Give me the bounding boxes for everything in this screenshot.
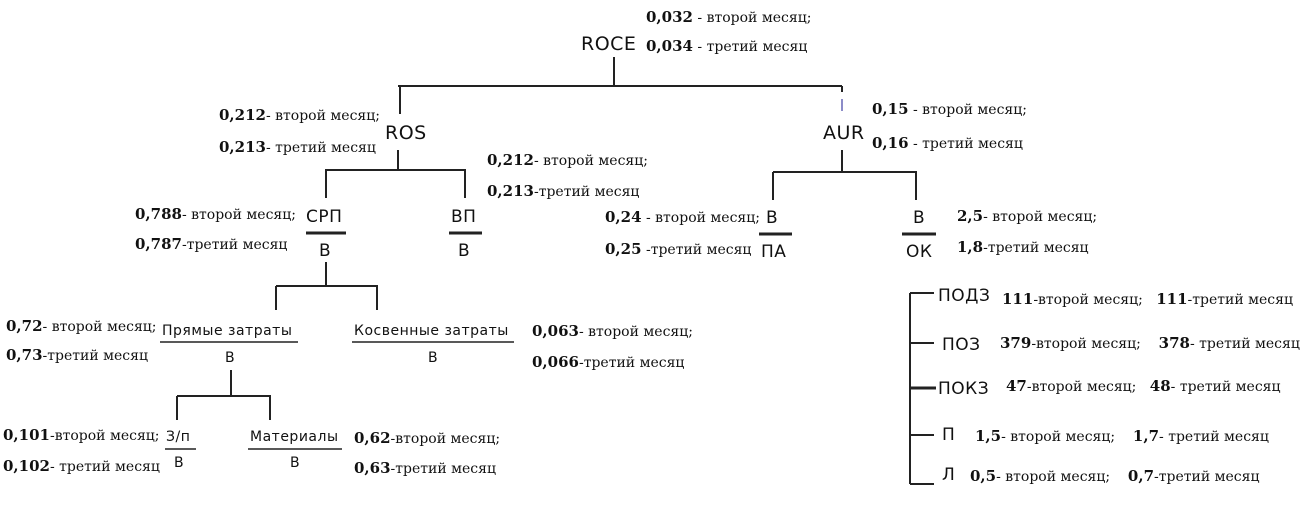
list-item-values: 47-второй месяц; 48- третий месяц bbox=[1006, 377, 1281, 395]
roce-month3: 0,034 - третий месяц bbox=[646, 37, 808, 55]
srp-month2: 0,788- второй месяц; bbox=[135, 205, 296, 223]
ros-node: ROS bbox=[385, 122, 427, 144]
list-item-values: 1,5- второй месяц; 1,7- третий месяц bbox=[975, 427, 1269, 445]
materials-denominator: В bbox=[290, 455, 300, 471]
vok-denominator: ОК bbox=[906, 242, 933, 262]
wages-month2: 0,101-второй месяц; bbox=[3, 426, 160, 444]
wages-numerator: З/п bbox=[166, 429, 191, 445]
vpa-denominator: ПА bbox=[761, 242, 787, 262]
list-item-values: 0,5- второй месяц; 0,7-третий месяц bbox=[970, 467, 1260, 485]
indirect-costs-month3: 0,066-третий месяц bbox=[532, 353, 685, 371]
vp-denominator: В bbox=[458, 241, 471, 261]
list-item-values: 379-второй месяц; 378- третий месяц bbox=[1000, 334, 1300, 352]
materials-numerator: Материалы bbox=[250, 429, 339, 445]
vpa-month2: 0,24 - второй месяц; bbox=[605, 208, 760, 226]
aur-month3: 0,16 - третий месяц bbox=[872, 134, 1023, 152]
list-item-values: 111-второй месяц; 111-третий месяц bbox=[1002, 290, 1293, 308]
wages-month3: 0,102- третий месяц bbox=[3, 457, 160, 475]
vp-month3: 0,213-третий месяц bbox=[487, 182, 640, 200]
srp-month3: 0,787-третий месяц bbox=[135, 235, 288, 253]
materials-month2: 0,62-второй месяц; bbox=[354, 429, 501, 447]
direct-costs-numerator: Прямые затраты bbox=[162, 323, 293, 339]
list-item-name: П bbox=[942, 425, 956, 445]
list-item-name: Л bbox=[942, 465, 956, 485]
direct-costs-month3: 0,73-третий месяц bbox=[6, 346, 148, 364]
vpa-month3: 0,25 -третий месяц bbox=[605, 240, 752, 258]
direct-costs-denominator: В bbox=[225, 350, 235, 366]
aur-node: AUR bbox=[823, 122, 865, 144]
vp-numerator: ВП bbox=[451, 207, 477, 227]
list-item-name: ПОКЗ bbox=[938, 379, 990, 399]
direct-costs-month2: 0,72- второй месяц; bbox=[6, 317, 157, 335]
vok-month3: 1,8-третий месяц bbox=[957, 238, 1089, 256]
vp-month2: 0,212- второй месяц; bbox=[487, 151, 648, 169]
srp-denominator: В bbox=[319, 241, 332, 261]
materials-month3: 0,63-третий месяц bbox=[354, 459, 496, 477]
indirect-costs-numerator: Косвенные затраты bbox=[354, 323, 509, 339]
roce-node: ROCE bbox=[581, 33, 637, 55]
list-item-name: ПОДЗ bbox=[938, 286, 991, 306]
aur-month2: 0,15 - второй месяц; bbox=[872, 100, 1027, 118]
vok-month2: 2,5- второй месяц; bbox=[957, 207, 1098, 225]
srp-numerator: СРП bbox=[306, 207, 343, 227]
wages-denominator: В bbox=[174, 455, 184, 471]
vpa-numerator: В bbox=[766, 208, 779, 228]
ros-month3: 0,213- третий месяц bbox=[219, 138, 376, 156]
roce-month2: 0,032 - второй месяц; bbox=[646, 8, 812, 26]
indirect-costs-denominator: В bbox=[428, 350, 438, 366]
vok-numerator: В bbox=[913, 208, 926, 228]
list-item-name: ПОЗ bbox=[942, 335, 981, 355]
ros-month2: 0,212- второй месяц; bbox=[219, 106, 380, 124]
indirect-costs-month2: 0,063- второй месяц; bbox=[532, 322, 693, 340]
